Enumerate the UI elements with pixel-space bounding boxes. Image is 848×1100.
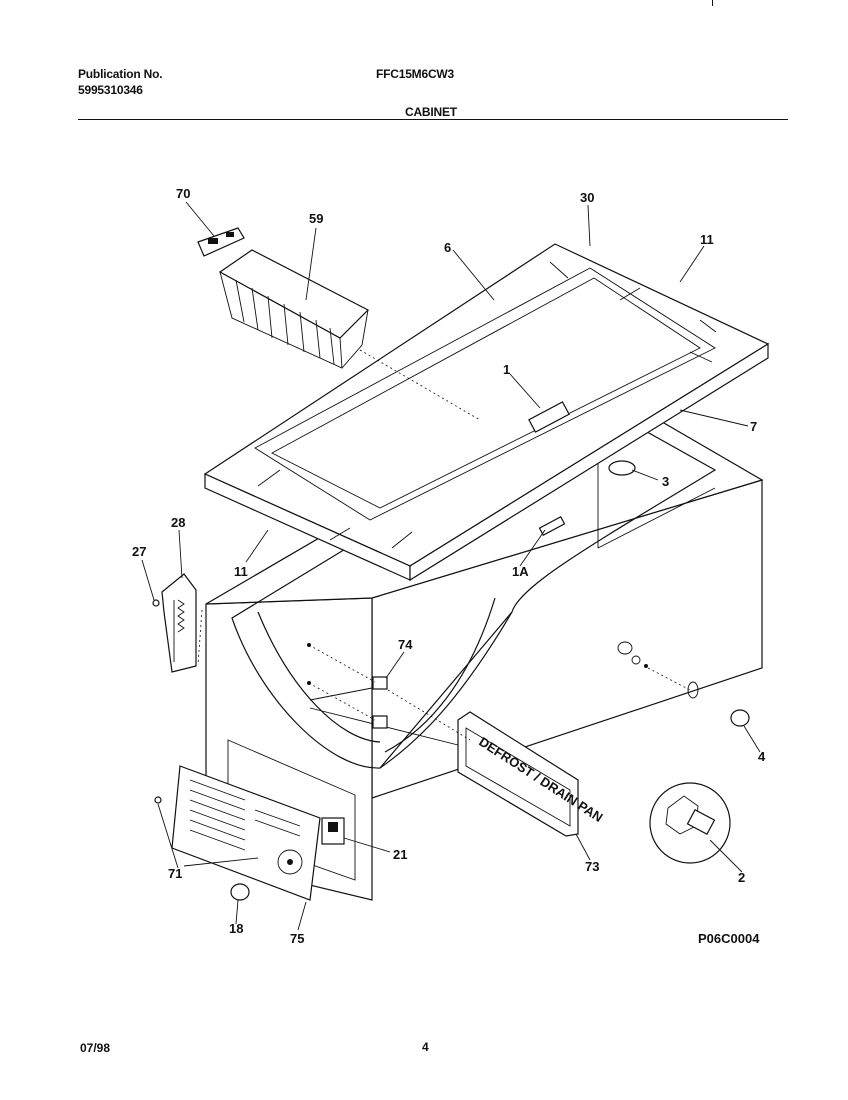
page-number: 4 [422,1040,429,1054]
callout-18: 18 [229,921,243,936]
figure-code: P06C0004 [698,931,760,946]
callout-6: 6 [444,240,451,255]
callout-1: 1 [503,362,510,377]
footer-date: 07/98 [80,1041,111,1055]
callout-4: 4 [758,749,766,764]
callout-7: 7 [750,419,757,434]
callout-28: 28 [171,515,185,530]
callout-1A: 1A [512,564,529,579]
callout-59: 59 [309,211,323,226]
section-title: CABINET [405,105,457,119]
publication-label: Publication No. [78,67,163,81]
alignment-lines [197,349,691,741]
front-grille [154,460,750,901]
callout-74: 74 [398,637,413,652]
callout-27: 27 [132,544,146,559]
model-number: FFC15M6CW3 [376,67,455,81]
callout-75: 75 [290,931,304,946]
corner-tick [712,0,713,6]
callout-71: 71 [168,866,182,881]
callout-21: 21 [393,847,407,862]
callout-70: 70 [176,186,190,201]
leader-lines [141,201,761,931]
publication-number: 5995310346 [78,83,143,97]
lid-hinge [152,573,197,673]
drain-fitting-detail [649,782,731,864]
callout-30: 30 [580,190,594,205]
callout-numbers: 70 59 6 30 11 1 7 3 28 27 11 1A 74 4 21 … [132,186,766,946]
storage-basket [197,227,370,369]
callout-73: 73 [585,859,599,874]
callout-2: 2 [738,870,745,885]
callout-11-top: 11 [700,232,714,247]
lid-assembly [203,243,770,582]
header-rule [78,119,788,120]
callout-11-bottom: 11 [234,564,248,579]
callout-3: 3 [662,474,669,489]
